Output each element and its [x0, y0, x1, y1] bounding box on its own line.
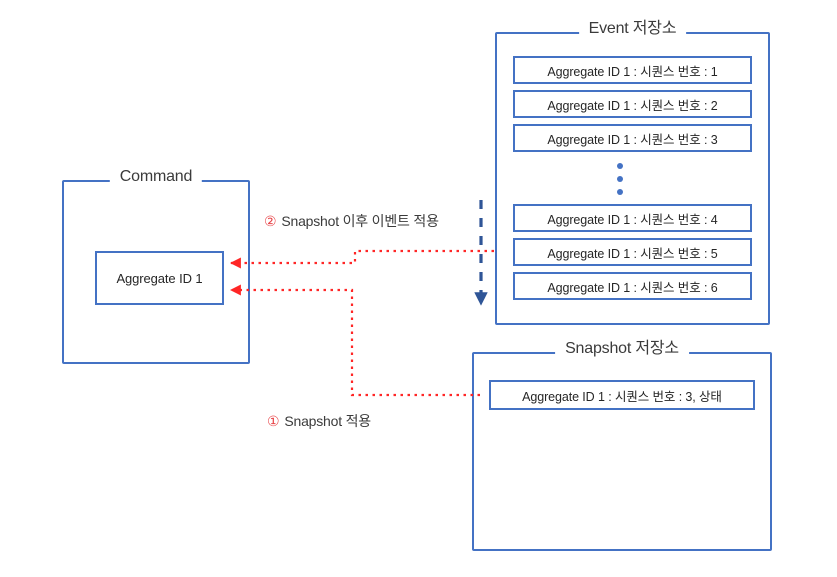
flow-step2-path: [229, 249, 494, 269]
step-2-number: ②: [264, 213, 277, 229]
event-item: Aggregate ID 1 : 시퀀스 번호 : 5: [513, 238, 752, 266]
event-store-group-title: Event 저장소: [578, 20, 687, 38]
snapshot-store-group-title: Snapshot 저장소: [555, 340, 689, 358]
event-item: Aggregate ID 1 : 시퀀스 번호 : 6: [513, 272, 752, 300]
aggregate-id-box: Aggregate ID 1: [95, 251, 224, 305]
vertical-ellipsis-icon: [617, 163, 627, 197]
event-store-group-box: Event 저장소: [495, 20, 770, 325]
snapshot-item: Aggregate ID 1 : 시퀀스 번호 : 3, 상태: [489, 380, 755, 410]
command-group-title: Command: [109, 168, 203, 186]
flow-step1-path: [229, 284, 480, 397]
command-group-box: Command: [62, 168, 250, 364]
flow-step1-label: ① Snapshot 적용: [267, 411, 371, 431]
step-1-number: ①: [267, 413, 280, 429]
event-item: Aggregate ID 1 : 시퀀스 번호 : 3: [513, 124, 752, 152]
step-1-text: Snapshot 적용: [284, 413, 371, 429]
event-item: Aggregate ID 1 : 시퀀스 번호 : 1: [513, 56, 752, 84]
step-2-text: Snapshot 이후 이벤트 적용: [281, 213, 439, 229]
flow-step2-label: ② Snapshot 이후 이벤트 적용: [264, 211, 439, 231]
event-item: Aggregate ID 1 : 시퀀스 번호 : 2: [513, 90, 752, 118]
snapshot-store-group-box: Snapshot 저장소: [472, 340, 772, 551]
event-item: Aggregate ID 1 : 시퀀스 번호 : 4: [513, 204, 752, 232]
